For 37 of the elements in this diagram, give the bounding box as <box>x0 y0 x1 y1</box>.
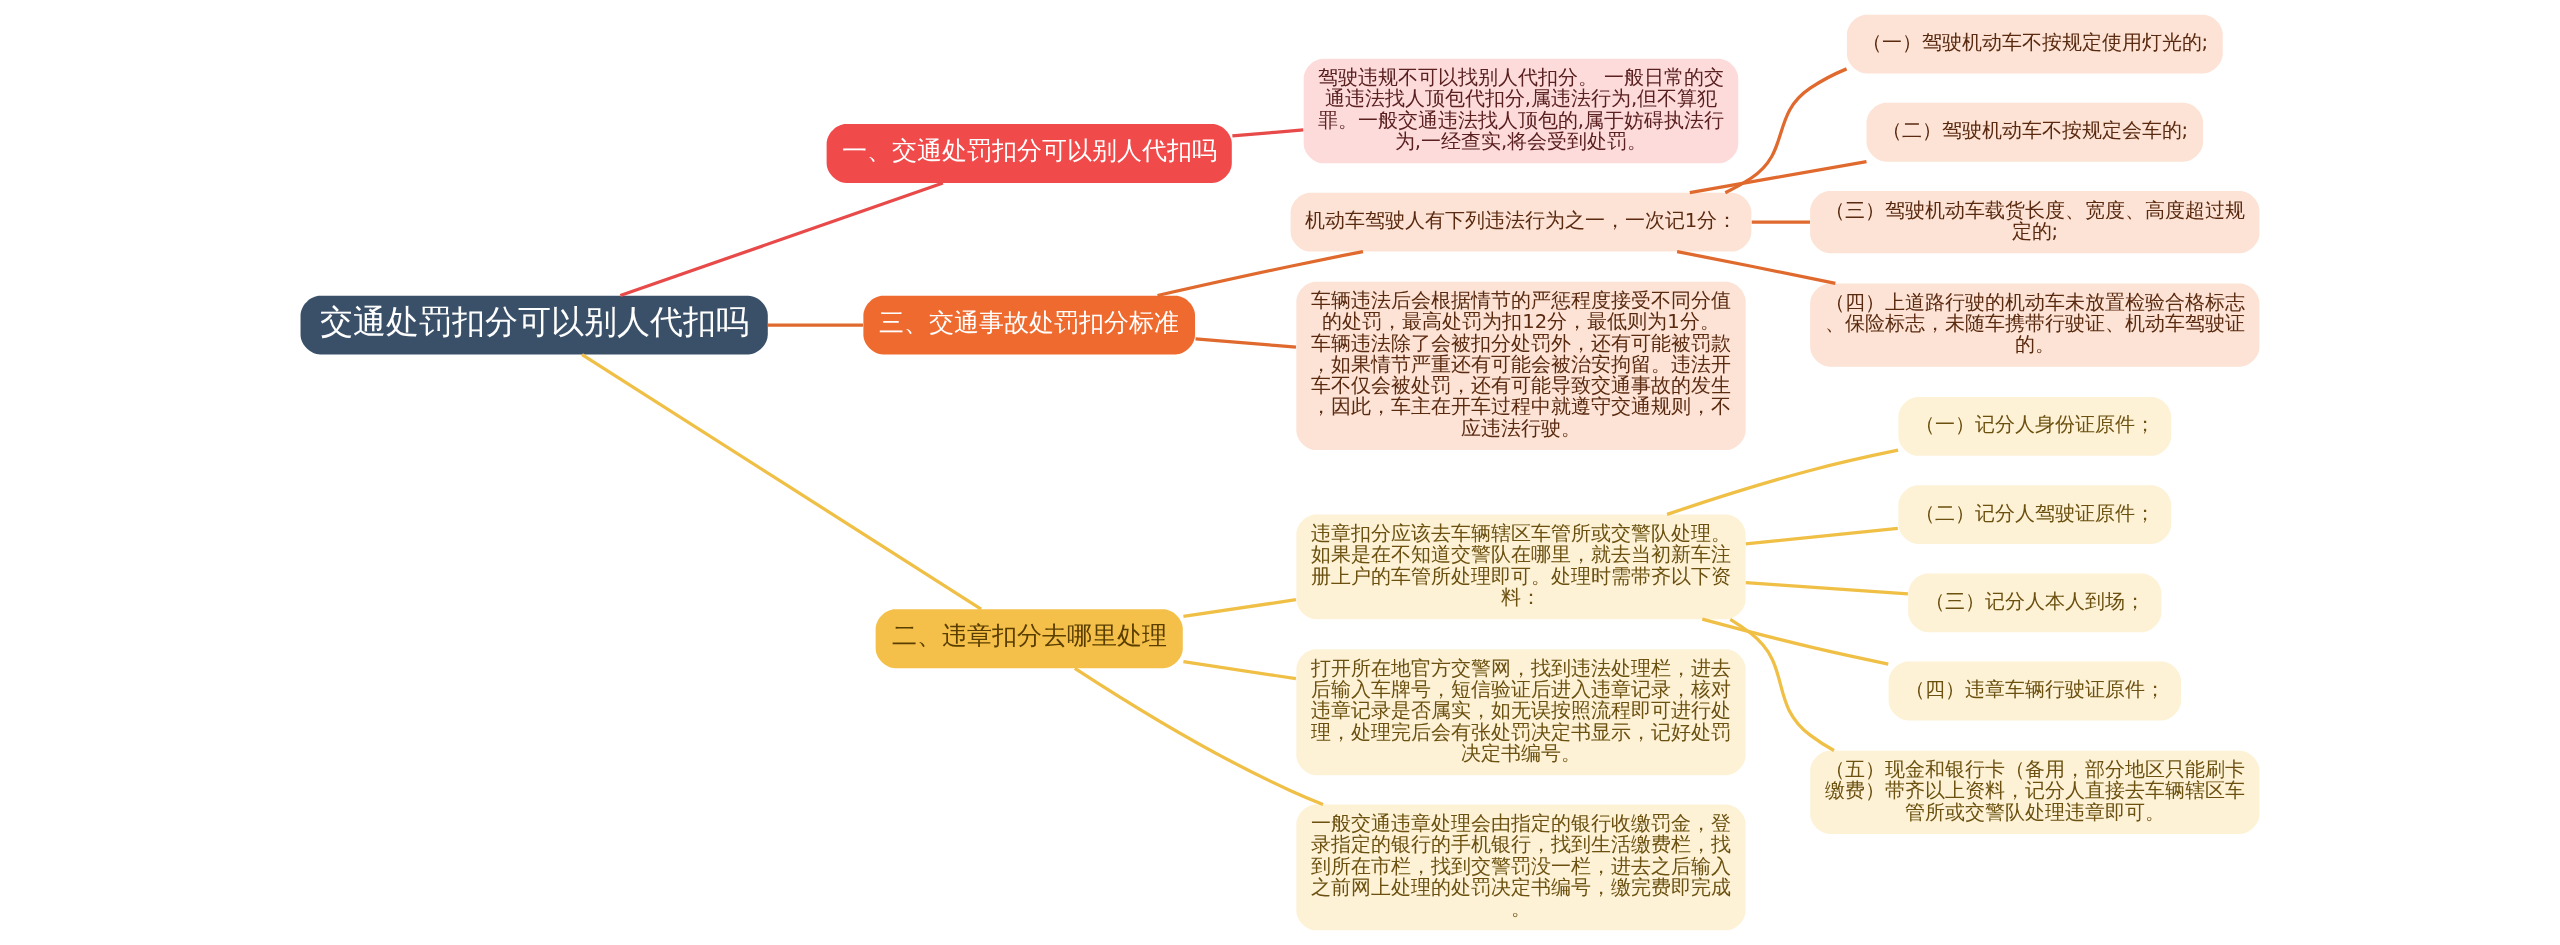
node-box: 打开所在地官方交警网，找到违法处理栏，进去后输入车牌号，短信验证后进入违章记录，核对违章记录是否属实，如无误按照流程即可进行处理，处理完后会有张处罚决定书显示，记好处罚决定书编号。 <box>1296 649 1746 776</box>
node-box: （一）驾驶机动车不按规定使用灯光的; <box>1846 14 2223 74</box>
connector <box>1701 617 1889 666</box>
connector <box>1745 580 1908 596</box>
node-box: 交通处罚扣分可以别人代扣吗 <box>300 295 768 355</box>
connector <box>768 323 863 327</box>
connector <box>1676 249 1836 285</box>
node-box: 车辆违法后会根据情节的严惩程度接受不同分值的处罚，最高处罚为扣12分，最低则为1分。车辆违法除了会被扣分处罚外，还有可能被罚款，如果情节严重还有可能会被治安拘留。违法开车不仅会被处罚，还有可能导致交通事故的发生，因此，车主在开车过程中就遵守交通规则，不应违法行驶。 <box>1296 281 1746 451</box>
connector <box>1666 448 1899 516</box>
node-box: 机动车驾驶人有下列违法行为之一，一次记1分： <box>1290 192 1752 252</box>
node-box: 驾驶违规不可以找别人代扣分。 一般日常的交通违法找人顶包代扣分,属违法行为,但不算犯罪。一般交通违法找人顶包的,属于妨碍执法行为,一经查实,将会受到处罚。 <box>1303 58 1739 164</box>
connector <box>581 353 982 611</box>
connector <box>1183 598 1297 618</box>
node-box: （五）现金和银行卡（备用，部分地区只能刷卡缴费）带齐以上资料，记分人直接去车辆辖区车管所或交警队处理违章即可。 <box>1810 750 2260 834</box>
connector <box>1232 128 1304 138</box>
node-box: 三、交通事故处罚扣分标准 <box>863 295 1196 355</box>
node-box: 一、交通处罚扣分可以别人代扣吗 <box>826 124 1232 183</box>
node-box: 一般交通违章处理会由指定的银行收缴罚金，登录指定的银行的手机银行，找到生活缴费栏，找到所在市栏，找到交警罚没一栏，进去之后输入之前网上处理的处罚决定书编号，缴完费即完成。 <box>1296 804 1746 931</box>
connector <box>619 181 944 298</box>
connector <box>1183 660 1297 681</box>
node-box: （三）驾驶机动车载货长度、宽度、高度超过规定的; <box>1810 191 2260 254</box>
connector <box>1724 67 1848 195</box>
node-box: （三）记分人本人到场； <box>1908 573 2162 633</box>
node-box: （二）驾驶机动车不按规定会车的; <box>1866 102 2204 162</box>
connector <box>1745 526 1898 546</box>
node-box: 二、违章扣分去哪里处理 <box>875 609 1183 669</box>
node-box: （四）上道路行驶的机动车未放置检验合格标志、保险标志，未随车携带行驶证、机动车驾驶证的。 <box>1810 283 2260 367</box>
connector <box>1157 250 1364 298</box>
connector <box>1073 666 1324 807</box>
connector <box>1729 617 1835 752</box>
connector <box>1195 337 1297 349</box>
node-box: （一）记分人身份证原件； <box>1898 396 2172 456</box>
node-box: （四）违章车辆行驶证原件； <box>1888 661 2182 721</box>
node-box: （二）记分人驾驶证原件； <box>1898 485 2172 544</box>
connector <box>1689 160 1867 195</box>
connector <box>1751 220 1810 224</box>
node-box: 违章扣分应该去车辆辖区车管所或交警队处理。如果是在不知道交警队在哪里，就去当初新车注册上户的车管所处理即可。处理时需带齐以下资料： <box>1296 514 1746 620</box>
